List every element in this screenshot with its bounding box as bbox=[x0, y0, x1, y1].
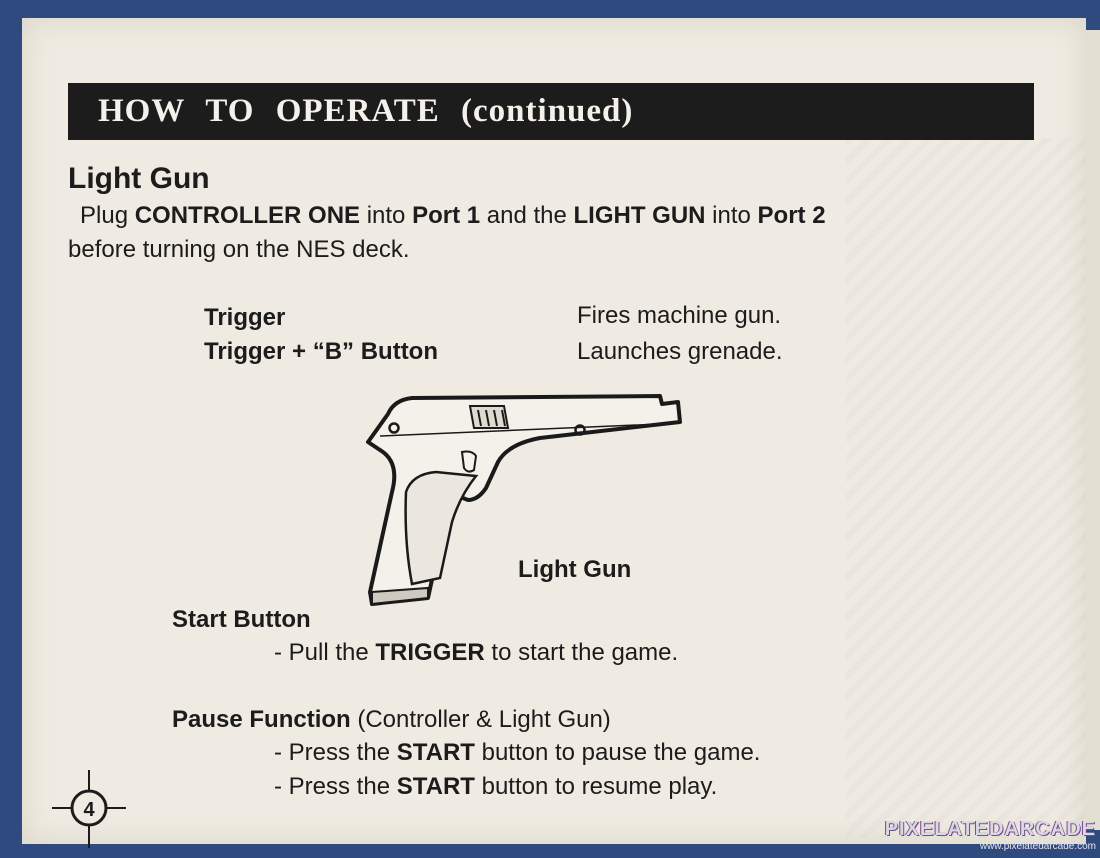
control-key-trigger-b: Trigger + “B” Button bbox=[204, 338, 438, 365]
start-text: - Pull the bbox=[274, 639, 376, 666]
pause-subtitle: (Controller & Light Gun) bbox=[350, 706, 611, 733]
pause-title: Pause Function bbox=[172, 706, 351, 733]
illustration-label: Light Gun bbox=[518, 556, 632, 583]
pause-instruction-2: - Press the START button to resume play. bbox=[274, 773, 717, 801]
intro-text: into bbox=[705, 202, 758, 229]
pause-text: - Press the bbox=[274, 773, 397, 800]
pause-text: button to pause the game. bbox=[474, 739, 761, 766]
pause-text: button to resume play. bbox=[474, 773, 718, 800]
section-title: Light Gun bbox=[68, 162, 210, 195]
start-text: to start the game. bbox=[484, 639, 679, 666]
pause-instruction-1: - Press the START button to pause the ga… bbox=[274, 739, 760, 767]
header-title: HOW TO OPERATE (continued) bbox=[98, 93, 634, 129]
control-key-trigger: Trigger bbox=[204, 304, 286, 331]
intro-line-2: before turning on the NES deck. bbox=[68, 236, 410, 263]
bleed-through-shadow bbox=[846, 138, 1086, 838]
start-trigger: TRIGGER bbox=[375, 639, 485, 666]
intro-text: Plug bbox=[80, 202, 135, 229]
start-instruction: - Pull the TRIGGER to start the game. bbox=[274, 639, 678, 667]
page-number-crosshair-icon: 4 bbox=[52, 770, 126, 848]
section-header: HOW TO OPERATE (continued) bbox=[68, 83, 1034, 140]
facing-page-edge bbox=[1086, 30, 1100, 830]
intro-port-1: Port 1 bbox=[412, 202, 481, 229]
light-gun-icon bbox=[366, 394, 682, 606]
intro-light-gun: LIGHT GUN bbox=[573, 202, 706, 229]
start-title: Start Button bbox=[172, 606, 311, 633]
pause-text: - Press the bbox=[274, 739, 397, 766]
pause-heading: Pause Function (Controller & Light Gun) bbox=[172, 706, 611, 734]
control-desc-trigger-b: Launches grenade. bbox=[577, 338, 783, 365]
resume-start: START bbox=[396, 773, 475, 800]
control-desc-trigger: Fires machine gun. bbox=[577, 302, 782, 329]
intro-line-1: Plug CONTROLLER ONE into Port 1 and the … bbox=[80, 202, 826, 230]
watermark: PIXELATEDARCADE www.pixelatedarcade.com bbox=[885, 818, 1096, 852]
watermark-url: www.pixelatedarcade.com bbox=[979, 841, 1096, 852]
intro-text: and the bbox=[480, 202, 574, 229]
page-number: 4 bbox=[83, 799, 95, 821]
pause-start: START bbox=[396, 739, 475, 766]
intro-port-2: Port 2 bbox=[757, 202, 826, 229]
intro-controller-one: CONTROLLER ONE bbox=[134, 202, 361, 229]
watermark-name: PIXELATEDARCADE bbox=[884, 818, 1096, 840]
intro-text: into bbox=[360, 202, 413, 229]
